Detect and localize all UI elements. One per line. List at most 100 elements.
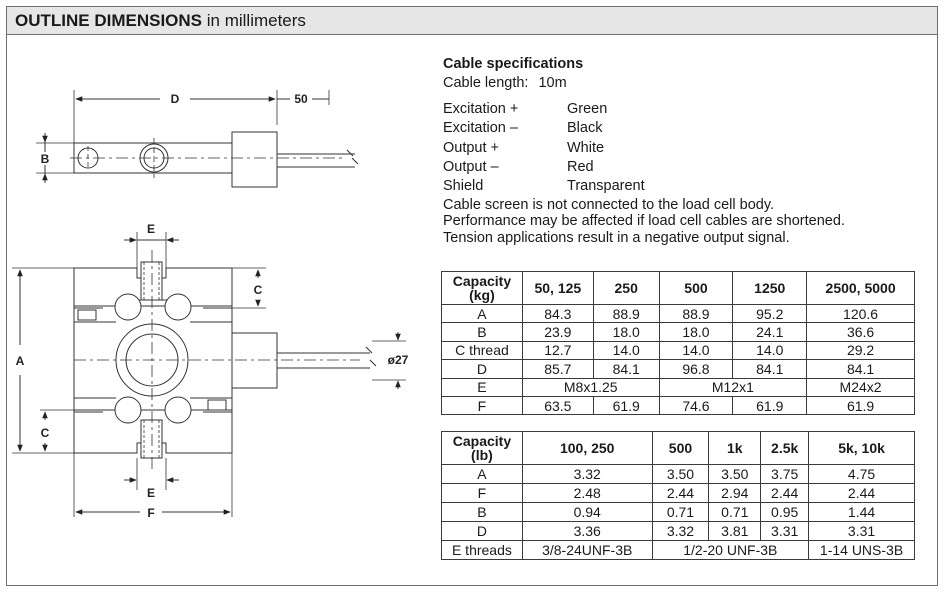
table-cell: 4.75: [808, 464, 915, 484]
table-cell: 74.6: [658, 395, 734, 416]
cable-note: Performance may be affected if load cell…: [443, 213, 845, 230]
table-cell: M8x1.25: [521, 377, 660, 397]
wire-row: Excitation –Black: [443, 119, 845, 138]
front-view: [12, 232, 406, 517]
table-cell: 14.0: [592, 340, 660, 361]
table-row: D 85.7 84.1 96.8 84.1 84.1: [441, 359, 915, 379]
cable-length-row: Cable length: 10m: [443, 74, 845, 93]
column-header: 250: [592, 271, 660, 305]
table-cell: 84.1: [732, 359, 808, 379]
table-row: F 2.48 2.44 2.94 2.44 2.44: [441, 483, 915, 503]
title-rest: in millimeters: [206, 11, 306, 30]
dim-label-50: 50: [294, 92, 308, 106]
table-cell: 95.2: [732, 303, 808, 324]
table-cell: 85.7: [521, 359, 594, 379]
table-cell: 29.2: [806, 340, 915, 361]
wire-row: Output –Red: [443, 158, 845, 177]
table-cell: 3/8-24UNF-3B: [521, 540, 653, 560]
row-label: D: [441, 521, 523, 541]
capacity-header-cell: Capacity(kg): [441, 271, 523, 305]
cable-note: Tension applications result in a negativ…: [443, 229, 790, 246]
table-cell: 1.44: [808, 502, 915, 522]
table-cell: M24x2: [806, 377, 915, 397]
table-cell: 3.32: [651, 521, 710, 541]
table-cell: 3.36: [521, 521, 653, 541]
table-cell: 3.81: [708, 521, 762, 541]
column-header: 2.5k: [760, 431, 810, 465]
column-header: 500: [658, 271, 734, 305]
cable-length-value: 10m: [538, 75, 567, 92]
row-label: E: [441, 377, 523, 397]
top-view: [36, 90, 359, 188]
table-cell: 84.1: [592, 359, 660, 379]
cable-spec-heading: Cable specifications: [443, 56, 584, 72]
wire-name: Output –: [443, 158, 499, 175]
table-cell: 61.9: [732, 395, 808, 416]
table-cell: 0.71: [708, 502, 762, 522]
table-header-row: Capacity(lb) 100, 250 500 1k 2.5k 5k, 10…: [441, 431, 915, 465]
capacity-kg-table: Capacity(kg) 50, 125 250 500 1250 2500, …: [441, 271, 915, 416]
wire-name: Shield: [443, 178, 484, 195]
table-cell: 1/2-20 UNF-3B: [651, 540, 810, 560]
table-cell: 14.0: [732, 340, 808, 361]
capacity-lb-table: Capacity(lb) 100, 250 500 1k 2.5k 5k, 10…: [441, 431, 915, 560]
table-cell: 3.32: [521, 464, 653, 484]
table-cell: 3.31: [760, 521, 810, 541]
row-label: B: [441, 502, 523, 522]
wire-name: Excitation –: [443, 120, 518, 137]
table-cell: 1-14 UNS-3B: [808, 540, 915, 560]
column-header: 50, 125: [521, 271, 594, 305]
cable-length-label: Cable length:: [443, 75, 529, 92]
table-cell: 96.8: [658, 359, 734, 379]
table-cell: 3.50: [708, 464, 762, 484]
column-header: 5k, 10k: [808, 431, 915, 465]
wire-row: Excitation + Green: [443, 100, 845, 119]
table-cell: 12.7: [521, 340, 594, 361]
table-cell: 120.6: [806, 303, 915, 324]
capacity-label: Capacity: [452, 433, 512, 449]
table-cell: 18.0: [658, 322, 734, 342]
table-cell: 36.6: [806, 322, 915, 342]
row-label: A: [441, 303, 523, 324]
table-cell: 24.1: [732, 322, 808, 342]
row-label: E threads: [441, 540, 523, 560]
wire-name: Excitation +: [443, 100, 519, 117]
row-label: B: [441, 322, 523, 342]
table-cell: 84.3: [521, 303, 594, 324]
dim-label-diameter: ø27: [388, 353, 409, 367]
table-row: F 63.5 61.9 74.6 61.9 61.9: [441, 395, 915, 416]
wire-color: Transparent: [567, 178, 645, 195]
table-row: B 0.94 0.71 0.71 0.95 1.44: [441, 502, 915, 522]
dim-label-a: A: [16, 354, 25, 368]
section-title: OUTLINE DIMENSIONS in millimeters: [15, 11, 306, 31]
column-header: 100, 250: [521, 431, 653, 465]
wire-color: Green: [567, 100, 608, 117]
table-row: E threads 3/8-24UNF-3B 1/2-20 UNF-3B 1-1…: [441, 540, 915, 560]
table-cell: 23.9: [521, 322, 594, 342]
row-label: F: [441, 483, 523, 503]
table-row: E M8x1.25 M12x1 M24x2: [441, 377, 915, 397]
row-label: A: [441, 464, 523, 484]
table-cell: 3.50: [651, 464, 710, 484]
dim-label-f: F: [147, 506, 154, 520]
table-row: A 84.3 88.9 88.9 95.2 120.6: [441, 303, 915, 324]
row-label: D: [441, 359, 523, 379]
table-row: D 3.36 3.32 3.81 3.31 3.31: [441, 521, 915, 541]
capacity-label: Capacity: [452, 273, 512, 289]
table-cell: 61.9: [806, 395, 915, 416]
wire-row: Output + White: [443, 139, 845, 158]
column-header: 1k: [708, 431, 762, 465]
table-cell: 63.5: [521, 395, 594, 416]
cable-specifications: Cable specifications Cable length: 10m Ex…: [443, 55, 845, 246]
wire-name: Output +: [443, 139, 500, 156]
row-label: F: [441, 395, 523, 416]
column-header: 2500, 5000: [806, 271, 915, 305]
table-row: A 3.32 3.50 3.50 3.75 4.75: [441, 464, 915, 484]
dim-label-c-bottom: C: [41, 426, 50, 440]
column-header: 500: [651, 431, 710, 465]
table-cell: 61.9: [592, 395, 660, 416]
wire-color: White: [567, 139, 605, 156]
table-cell: 88.9: [658, 303, 734, 324]
table-cell: 88.9: [592, 303, 660, 324]
dim-label-e-bottom: E: [147, 486, 155, 500]
